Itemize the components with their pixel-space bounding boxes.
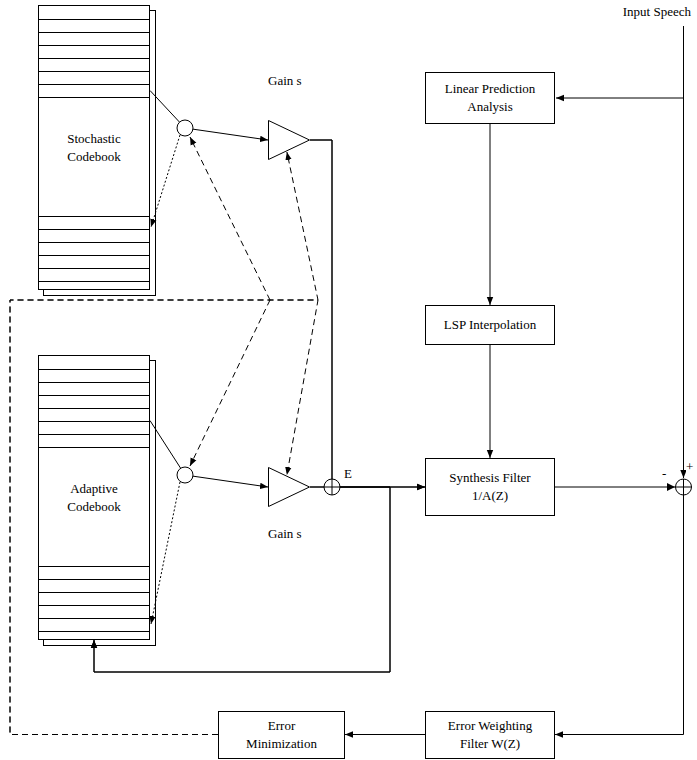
codebook-stripes <box>39 6 149 289</box>
codebook-entry-line <box>39 592 149 593</box>
codebook-entry-line <box>39 32 149 33</box>
summing-circle <box>676 479 692 495</box>
codebook-entry-line <box>39 281 149 282</box>
summing-cross <box>676 479 692 495</box>
codebook-entry-line <box>39 84 149 85</box>
block-label: Stochastic Codebook <box>49 130 139 165</box>
block-label: Linear Prediction Analysis <box>436 80 544 115</box>
codebook-entry-line <box>39 369 149 370</box>
codebook-entry-line <box>39 605 149 606</box>
block-label: Error Weighting Filter W(Z) <box>436 717 544 752</box>
process-box: Linear Prediction Analysis <box>425 72 555 124</box>
signal-connector <box>345 734 425 735</box>
selector-circle <box>177 120 193 136</box>
codebook-entry-line <box>39 58 149 59</box>
codebook-stripes <box>39 356 149 639</box>
junction-label: + <box>686 459 693 475</box>
codebook-entry-line <box>39 395 149 396</box>
summing-junction <box>324 479 340 495</box>
codebook-box: Stochastic Codebook <box>38 5 150 290</box>
codebook-entry-line <box>39 421 149 422</box>
block-label: Error Minimization <box>237 717 326 752</box>
signal-connector <box>310 140 425 487</box>
gain-triangle <box>268 467 310 507</box>
summing-cross <box>324 479 340 495</box>
codebook-entry-line <box>39 268 149 269</box>
codebook-entry-line <box>39 408 149 409</box>
signal-connector <box>490 345 491 458</box>
gain-triangle-outline <box>269 121 310 160</box>
junction-label: - <box>662 466 666 482</box>
summing-circle <box>324 479 340 495</box>
gain-amplifier: Gain s <box>268 120 310 160</box>
arrow-head <box>667 483 675 491</box>
control-line <box>190 137 270 300</box>
gain-triangle <box>268 120 310 160</box>
signal-connector <box>150 421 268 487</box>
signal-connector <box>555 487 684 735</box>
codebook-entry-line <box>39 242 149 243</box>
selector-circle <box>177 467 193 483</box>
gain-label: Gain s <box>268 72 302 90</box>
codebook-entry-line <box>39 19 149 20</box>
signal-connector <box>150 91 268 141</box>
signal-connector <box>490 124 491 305</box>
summing-junction <box>676 479 692 495</box>
codebook-entry-line <box>39 45 149 46</box>
gain-amplifier: Gain s <box>268 467 310 507</box>
codebook-entry-line <box>39 631 149 632</box>
codebook-entry-line <box>39 618 149 619</box>
codebook-entry-line <box>39 216 149 217</box>
codebook-entry-line <box>39 579 149 580</box>
input-speech-branch <box>556 98 684 99</box>
codebook-entry-line <box>39 434 149 435</box>
signal-label: Input Speech <box>623 4 691 20</box>
process-box: Error Weighting Filter W(Z) <box>425 711 555 759</box>
codebook-entry-line <box>39 566 149 567</box>
codebook-box: Adaptive Codebook <box>38 355 150 640</box>
codebook-entry-line <box>39 97 149 98</box>
block-label: Adaptive Codebook <box>49 480 139 515</box>
gain-triangle-outline <box>269 468 310 507</box>
codebook-index-line <box>151 482 180 624</box>
input-speech-line <box>683 26 684 478</box>
codebook-index-line <box>151 135 180 227</box>
codebook-entry-line <box>39 382 149 383</box>
process-box: Error Minimization <box>218 711 345 759</box>
codebook-entry-line <box>39 255 149 256</box>
codebook-entry-line <box>39 447 149 448</box>
control-connector <box>10 300 318 735</box>
control-line <box>190 300 270 466</box>
block-label: LSP Interpolation <box>444 316 536 334</box>
process-box: Synthesis Filter 1/A(Z) <box>425 458 555 516</box>
junction-label: E <box>344 466 352 482</box>
gain-label: Gain s <box>268 525 302 543</box>
codebook-entry-line <box>39 229 149 230</box>
process-box: LSP Interpolation <box>425 305 555 345</box>
codebook-entry-line <box>39 71 149 72</box>
block-label: Synthesis Filter 1/A(Z) <box>436 469 544 504</box>
